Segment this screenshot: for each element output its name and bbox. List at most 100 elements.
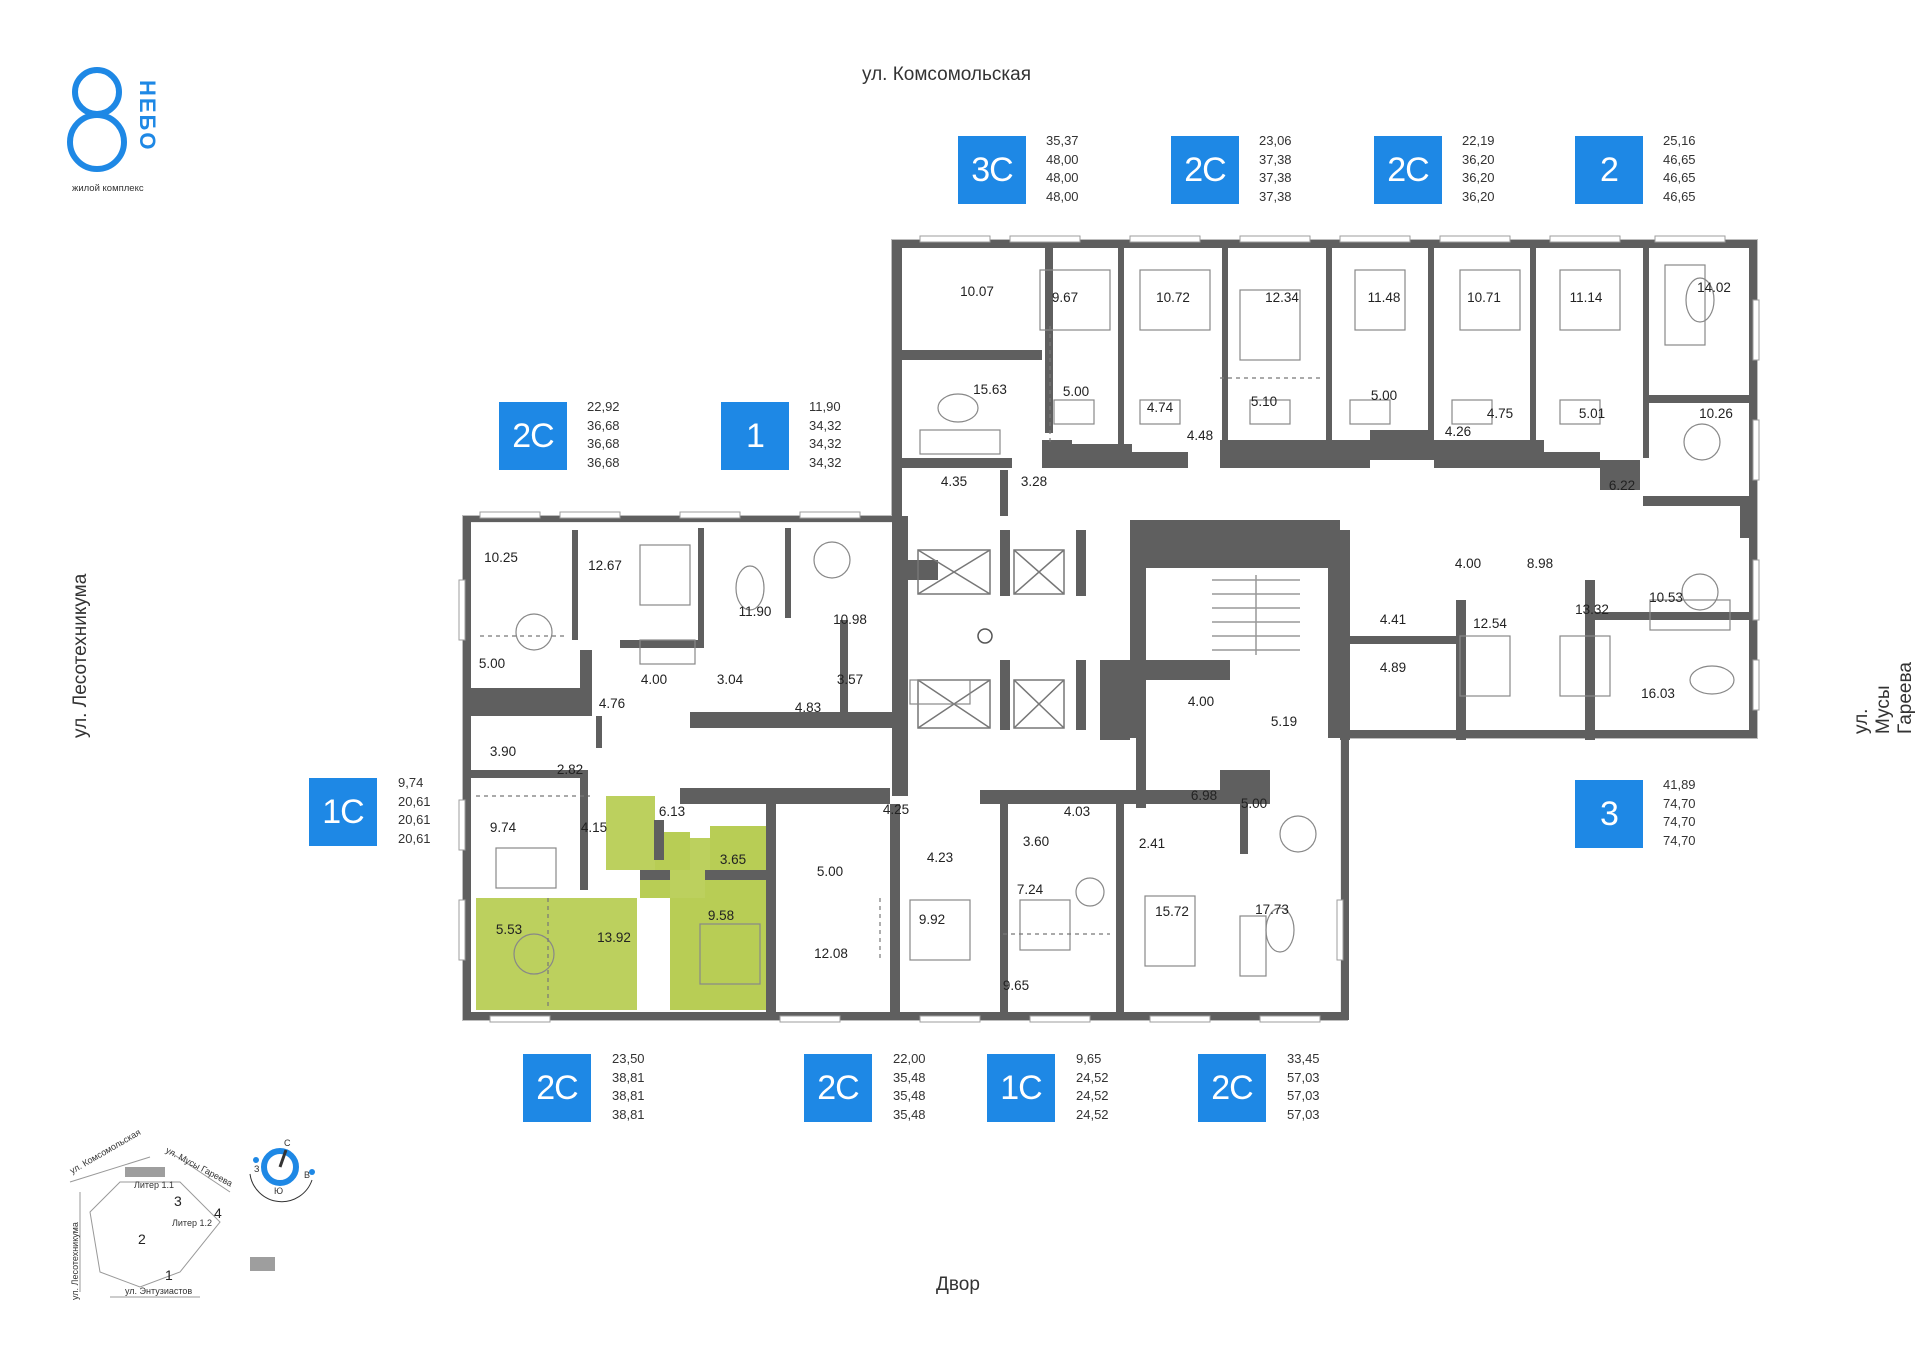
apartment-type-badge[interactable]: 2С <box>1374 136 1442 204</box>
room-area-label: 4.03 <box>1064 804 1090 819</box>
room-area-label: 13.92 <box>597 930 631 945</box>
room-area-label: 6.13 <box>659 804 685 819</box>
room-area-label: 3.90 <box>490 744 516 759</box>
apartment-type-badge[interactable]: 2С <box>499 402 567 470</box>
walls <box>463 240 1757 1020</box>
room-area-label: 4.26 <box>1445 424 1471 439</box>
room-area-label: 4.00 <box>1188 694 1214 709</box>
building-block-icon <box>125 1167 165 1177</box>
apartment-type-badge[interactable]: 2С <box>804 1054 872 1122</box>
room-area-label: 4.48 <box>1187 428 1213 443</box>
room-area-label: 3.65 <box>720 852 746 867</box>
room-area-label: 11.14 <box>1570 290 1603 305</box>
compass-south: Ю <box>274 1186 283 1196</box>
room-area-label: 4.35 <box>941 474 967 489</box>
apartment-type-badge[interactable]: 1 <box>721 402 789 470</box>
zone-lines <box>476 326 1320 1010</box>
room-area-label: 12.54 <box>1473 616 1507 631</box>
apartment-type-badge[interactable]: 2С <box>1198 1054 1266 1122</box>
room-area-label: 10.07 <box>960 284 994 299</box>
room-area-label: 3.28 <box>1021 474 1047 489</box>
compass-east: В <box>304 1170 310 1180</box>
room-area-label: 17.73 <box>1255 902 1289 917</box>
apartment-type-badge[interactable]: 2 <box>1575 136 1643 204</box>
apartment-type-badge[interactable]: 1С <box>987 1054 1055 1122</box>
room-area-label: 5.01 <box>1579 406 1605 421</box>
room-area-label: 5.00 <box>1241 796 1267 811</box>
room-area-label: 9.58 <box>708 908 734 923</box>
logo-subtitle: жилой комплекс <box>72 183 144 194</box>
site-minimap: ул. Комсомольская ул. Мусы Гареева ул. Л… <box>68 1127 315 1300</box>
furniture <box>495 264 1735 985</box>
apartment-type-badge[interactable]: 3 <box>1575 780 1643 848</box>
minimap-section-label: 2 <box>138 1231 146 1247</box>
room-area-label: 9.67 <box>1052 290 1078 305</box>
apartment-type-badge[interactable]: 2С <box>523 1054 591 1122</box>
room-area-label: 4.15 <box>581 820 607 835</box>
room-area-label: 5.00 <box>1063 384 1089 399</box>
room-area-label: 4.76 <box>599 696 625 711</box>
room-area-label: 10.26 <box>1699 406 1733 421</box>
apartment-type-badge[interactable]: 1С <box>309 778 377 846</box>
room-labels: 10.07 9.67 10.72 12.34 11.48 10.71 11.14… <box>479 280 1733 993</box>
room-area-label: 2.41 <box>1139 836 1165 851</box>
windows <box>458 235 1760 1023</box>
room-area-label: 4.75 <box>1487 406 1513 421</box>
room-area-label: 8.98 <box>1527 556 1553 571</box>
room-area-label: 6.98 <box>1191 788 1217 803</box>
room-area-label: 3.04 <box>717 672 744 687</box>
compass-north: С <box>284 1138 291 1148</box>
room-area-label: 12.67 <box>588 558 622 573</box>
room-area-label: 15.63 <box>973 382 1007 397</box>
building-block-icon <box>250 1257 275 1271</box>
room-area-label: 10.98 <box>833 612 867 627</box>
room-area-label: 12.34 <box>1265 290 1299 305</box>
room-area-label: 4.74 <box>1147 400 1174 415</box>
room-area-label: 10.25 <box>484 550 518 565</box>
room-area-label: 2.82 <box>557 762 583 777</box>
room-area-label: 4.00 <box>1455 556 1481 571</box>
minimap-building-label: Литер 1.2 <box>172 1218 212 1228</box>
room-area-label: 6.22 <box>1609 478 1635 493</box>
room-area-label: 4.83 <box>795 700 821 715</box>
room-area-label: 11.90 <box>739 604 772 619</box>
apartment-type-badge[interactable]: 2С <box>1171 136 1239 204</box>
room-area-label: 9.65 <box>1003 978 1029 993</box>
room-area-label: 9.74 <box>490 820 517 835</box>
minimap-section-label: 3 <box>174 1193 182 1209</box>
apartment-type-badge[interactable]: 3С <box>958 136 1026 204</box>
room-area-label: 3.57 <box>837 672 863 687</box>
room-area-label: 5.00 <box>817 864 843 879</box>
room-area-label: 7.24 <box>1017 882 1044 897</box>
minimap-section-label: 4 <box>214 1205 222 1221</box>
compass-west: З <box>254 1164 259 1174</box>
room-area-label: 12.08 <box>814 946 848 961</box>
room-area-label: 3.60 <box>1023 834 1049 849</box>
room-area-label: 15.72 <box>1155 904 1189 919</box>
room-area-label: 13.32 <box>1575 602 1609 617</box>
building-core <box>917 549 1300 729</box>
room-area-label: 4.25 <box>883 802 909 817</box>
street-south: Двор <box>936 1274 980 1295</box>
room-area-label: 5.53 <box>496 922 522 937</box>
room-area-label: 14.02 <box>1697 280 1731 295</box>
room-area-label: 10.71 <box>1467 290 1501 305</box>
street-north: ул. Комсомольская <box>862 64 1031 85</box>
room-area-label: 5.00 <box>479 656 505 671</box>
minimap-street-label: ул. Лесотехникума <box>70 1222 80 1300</box>
room-area-label: 5.10 <box>1251 394 1277 409</box>
room-area-label: 4.23 <box>927 850 953 865</box>
room-area-label: 4.41 <box>1380 612 1406 627</box>
room-area-label: 5.00 <box>1371 388 1397 403</box>
